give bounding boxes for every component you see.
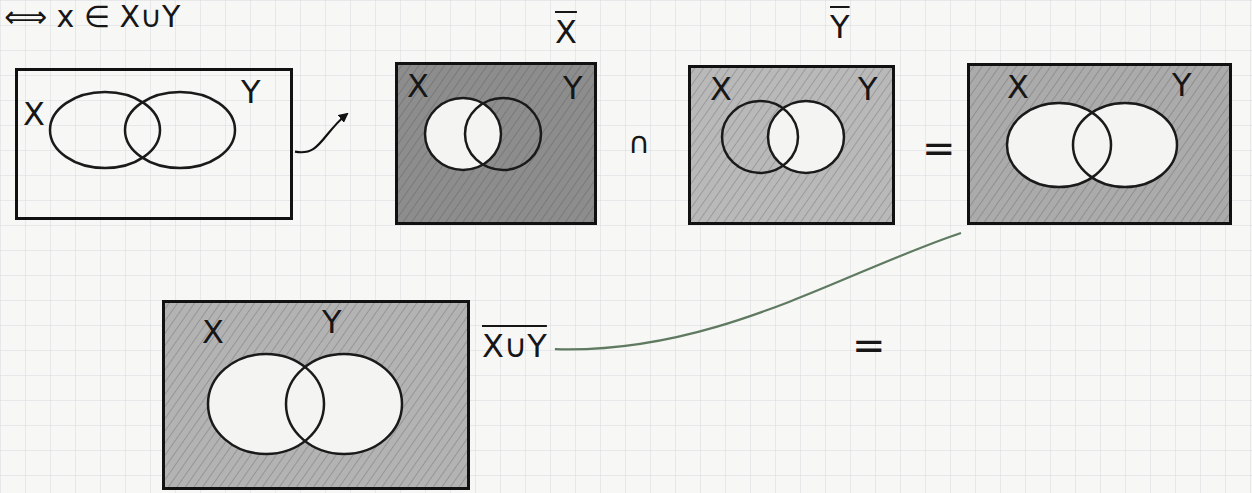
- set-expression: X∪Y: [482, 330, 547, 362]
- venn-box: XYX∪Y: [162, 300, 470, 490]
- set-label: Y: [1172, 69, 1192, 101]
- set-label: X: [202, 316, 224, 348]
- set-label: X: [555, 16, 577, 48]
- set-label: X: [407, 70, 429, 102]
- set-label: X: [710, 73, 732, 105]
- venn-box: XXY: [395, 62, 597, 225]
- venn-illustration: [967, 63, 1232, 225]
- link-line: [555, 233, 961, 349]
- set-label: Y: [241, 76, 261, 108]
- math-symbol: ⟺ x ∈ X∪Y: [4, 2, 180, 32]
- set-label: X: [1007, 71, 1029, 103]
- set-label: Y: [563, 72, 583, 104]
- math-symbol: =: [852, 325, 886, 365]
- venn-box: XY: [15, 68, 293, 220]
- venn-box: YXY: [688, 65, 895, 225]
- set-label: Y: [858, 73, 878, 105]
- math-symbol: ∩: [628, 128, 650, 158]
- math-symbol: =: [922, 128, 956, 168]
- set-label: Y: [322, 306, 342, 338]
- set-label: X: [23, 98, 45, 130]
- set-label: Y: [830, 11, 850, 43]
- arrow-connector: [295, 114, 347, 152]
- venn-box: XY: [967, 63, 1232, 225]
